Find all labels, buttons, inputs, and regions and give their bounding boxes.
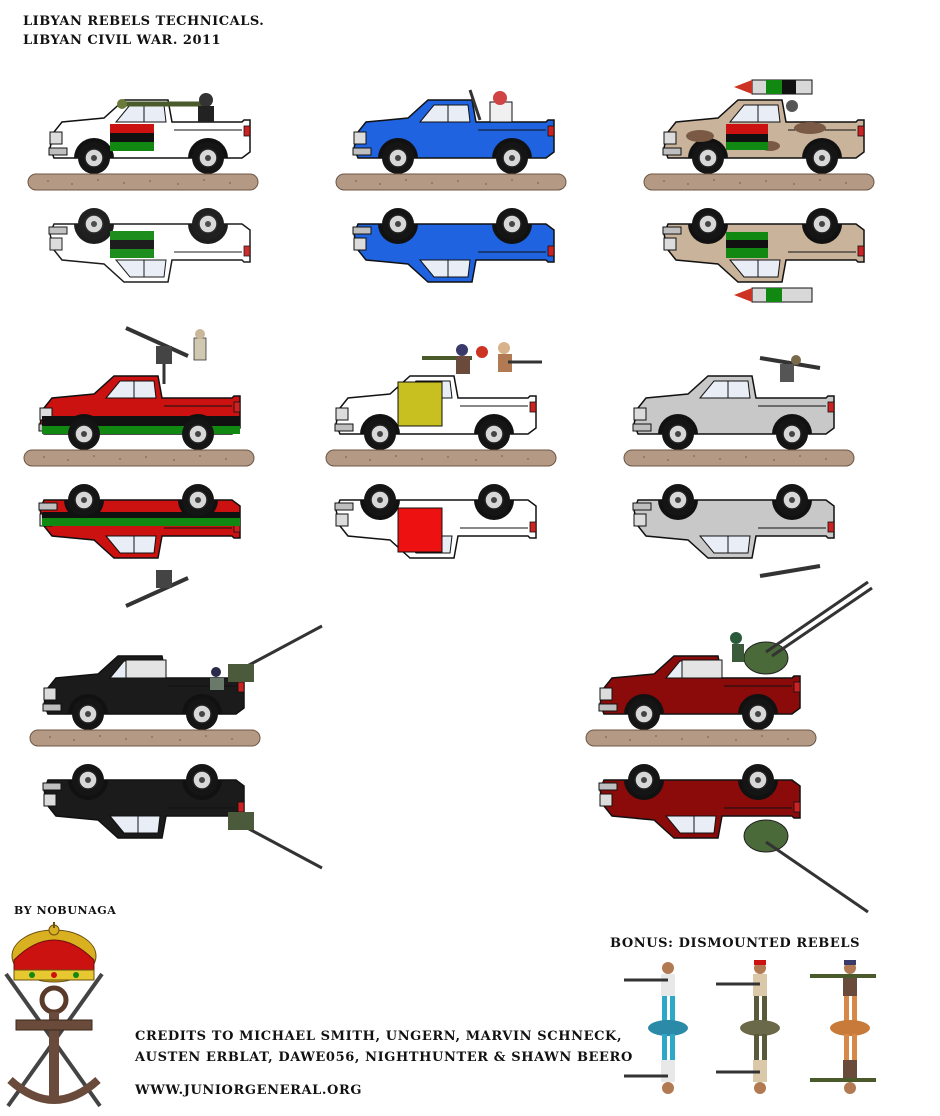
rebel-technical-flag-rpg — [27, 93, 259, 283]
rebel-technical-white-yellow-door — [325, 342, 557, 559]
sheet-subtitle: LIBYAN CIVIL WAR. 2011 — [23, 33, 222, 48]
author-credit: BY NOBUNAGA — [14, 904, 117, 917]
rebel-technical-black-aa-gun — [29, 624, 323, 870]
credits-block: CREDITS TO MICHAEL SMITH, UNGERN, MARVIN… — [135, 1026, 633, 1068]
rebel-infantry-rifleman — [624, 962, 688, 1094]
rebel-technical-flag-hmg — [23, 326, 255, 608]
crown-anchor-emblem — [4, 922, 104, 1108]
credits-line-1: CREDITS TO MICHAEL SMITH, UNGERN, MARVIN… — [135, 1029, 623, 1044]
bonus-title: BONUS: DISMOUNTED REBELS — [610, 936, 861, 951]
rebel-infantry-rpg — [810, 960, 876, 1094]
credits-line-2: AUSTEN ERBLAT, DAWE056, NIGHTHUNTER & SH… — [135, 1050, 633, 1065]
rebel-technical-blue — [335, 89, 567, 283]
sheet-title: LIBYAN REBELS TECHNICALS. — [23, 14, 265, 29]
website-link[interactable]: WWW.JUNIORGENERAL.ORG — [135, 1083, 363, 1098]
rebel-technical-maroon-zu23 — [585, 580, 873, 914]
rebel-infantry-red-beret — [716, 960, 780, 1094]
rebel-technical-silver — [623, 355, 855, 578]
rebel-technical-camo-rocket-pod — [643, 79, 875, 303]
